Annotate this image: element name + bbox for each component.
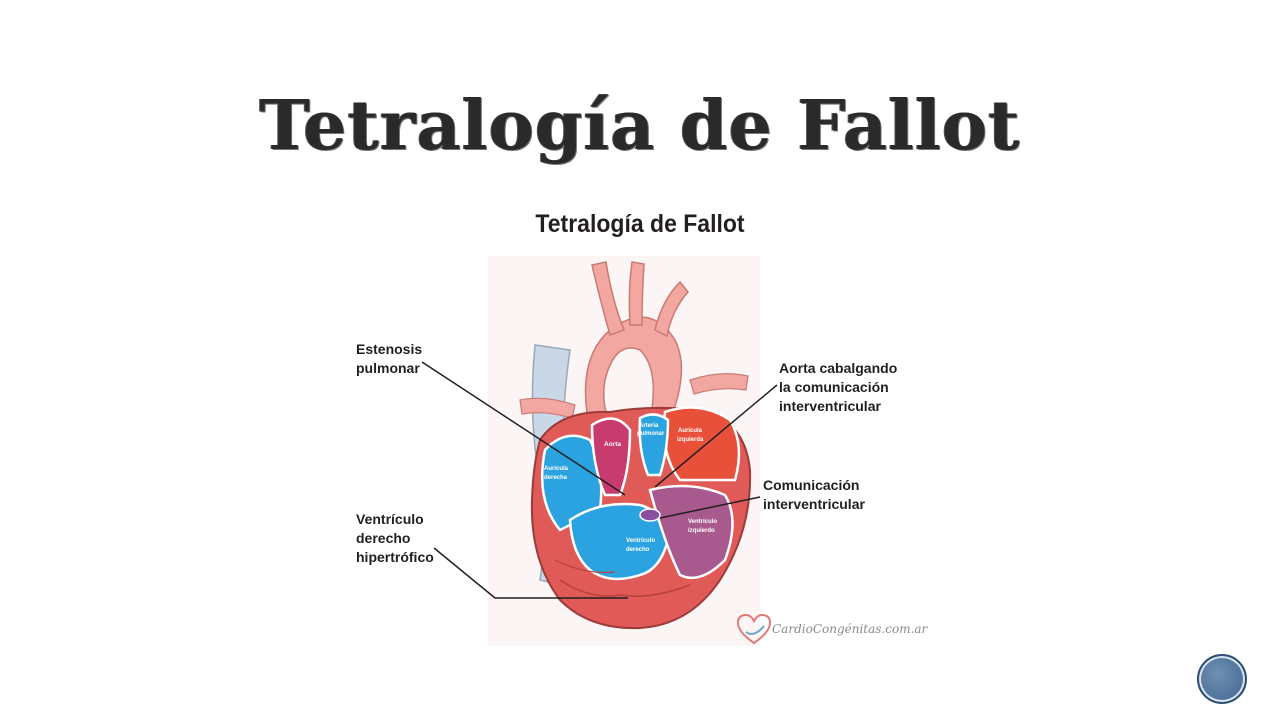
brachiocephalic-artery [591, 261, 625, 336]
callout-text: hipertrófico [356, 549, 434, 565]
right-ventricle [568, 502, 670, 581]
label-arteria-l2: pulmonar [637, 431, 665, 437]
subclavian-artery [654, 280, 689, 338]
label-ventriculo-der-l1: Ventrículo [626, 538, 655, 544]
callout-text: Comunicación [763, 477, 860, 493]
label-auricula-der-l1: Aurícula [544, 466, 569, 472]
slide-nav-button[interactable] [1197, 654, 1247, 704]
callout-comunicacion-interventricular: Comunicación interventricular [763, 476, 865, 514]
label-aorta: Aorta [604, 441, 621, 448]
left-ventricle [648, 484, 734, 580]
leader-civ [659, 496, 761, 519]
label-ventriculo-der-l2: derecho [626, 547, 650, 553]
callout-text: interventricular [763, 496, 865, 512]
septal-defect [639, 508, 661, 522]
callout-text: Estenosis [356, 341, 423, 357]
leader-estenosis [421, 361, 626, 496]
label-arteria-l1: Arteria [639, 423, 659, 429]
callout-estenosis-pulmonar: Estenosis pulmonar [356, 340, 422, 378]
callout-text: Ventrículo [356, 511, 424, 527]
callout-ventriculo-derecho: Ventrículo derecho hipertrófico [356, 510, 434, 567]
callout-text: Aorta cabalgando [779, 360, 898, 376]
label-ventriculo-izq-l2: izquierdo [688, 528, 715, 534]
hypertrophy-texture [559, 579, 691, 597]
label-auricula-izq-l1: Aurícula [678, 428, 703, 434]
label-auricula-izq-l2: izquierda [677, 437, 704, 443]
callout-text: derecho [356, 530, 411, 546]
pulmonary-artery [638, 413, 670, 477]
hypertrophy-texture [554, 559, 616, 574]
callout-aorta-cabalgando: Aorta cabalgando la comunicación interve… [779, 359, 897, 416]
leader-ventriculo-derecho [433, 547, 628, 599]
figure-title: Tetralogía de Fallot [535, 210, 745, 238]
label-ventriculo-izq-l1: Ventrículo [688, 519, 717, 525]
aorta-root [590, 417, 632, 497]
heart-logo-icon [736, 613, 772, 645]
label-auricula-der-l2: derecha [544, 475, 568, 481]
callout-text: interventricular [779, 398, 881, 414]
slide-title: Tetralogía de Fallot [259, 86, 1021, 166]
watermark-text: CardioCongénitas.com.ar [772, 622, 928, 636]
callout-text: pulmonar [356, 360, 420, 376]
callout-text: la comunicación [779, 379, 889, 395]
carotid-artery [628, 261, 645, 326]
leader-aorta-cabalgando [654, 384, 778, 488]
pulmonary-vessels-right [689, 373, 749, 395]
